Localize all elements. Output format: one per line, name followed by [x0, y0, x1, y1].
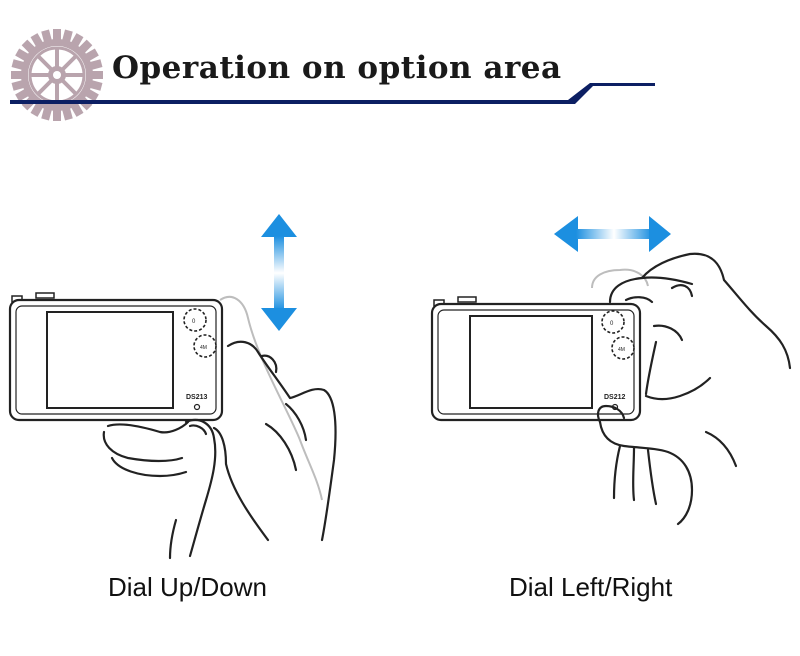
device-body: 0 4M	[8, 292, 224, 422]
svg-text:0: 0	[610, 321, 614, 327]
gear-icon	[11, 29, 103, 121]
dial-up-down-illustration: 0 4M DS213	[8, 214, 337, 560]
dial-bottom	[193, 334, 217, 358]
caption-dial-up-down: Dial Up/Down	[108, 572, 267, 602]
hand-outline	[102, 340, 337, 560]
gear-tooth	[53, 29, 61, 43]
vertical-arrow-icon	[261, 214, 297, 331]
header-underline	[10, 83, 655, 104]
thumb-shadow-outline	[219, 295, 323, 501]
header-graphics	[10, 29, 655, 121]
gear-tooth	[53, 107, 61, 121]
device-body: 0 4M	[430, 296, 642, 422]
device-label: DS213	[186, 394, 208, 401]
svg-text:0: 0	[192, 319, 196, 325]
device-screen	[46, 311, 174, 409]
svg-text:4M: 4M	[618, 347, 625, 353]
dial-left-right-illustration: 0 4M DS212	[430, 216, 792, 526]
device-label: DS212	[604, 394, 626, 401]
page-title: Operation on option area	[112, 50, 562, 86]
dial-top	[601, 310, 625, 334]
horizontal-arrow-icon	[554, 216, 671, 252]
caption-dial-left-right: Dial Left/Right	[509, 572, 673, 602]
hand-outline	[596, 252, 792, 526]
dial-top	[183, 308, 207, 332]
dial-bottom	[611, 336, 635, 360]
section-header: Operation on option area	[0, 0, 800, 130]
device-screen	[469, 315, 593, 409]
svg-text:4M: 4M	[200, 345, 207, 351]
